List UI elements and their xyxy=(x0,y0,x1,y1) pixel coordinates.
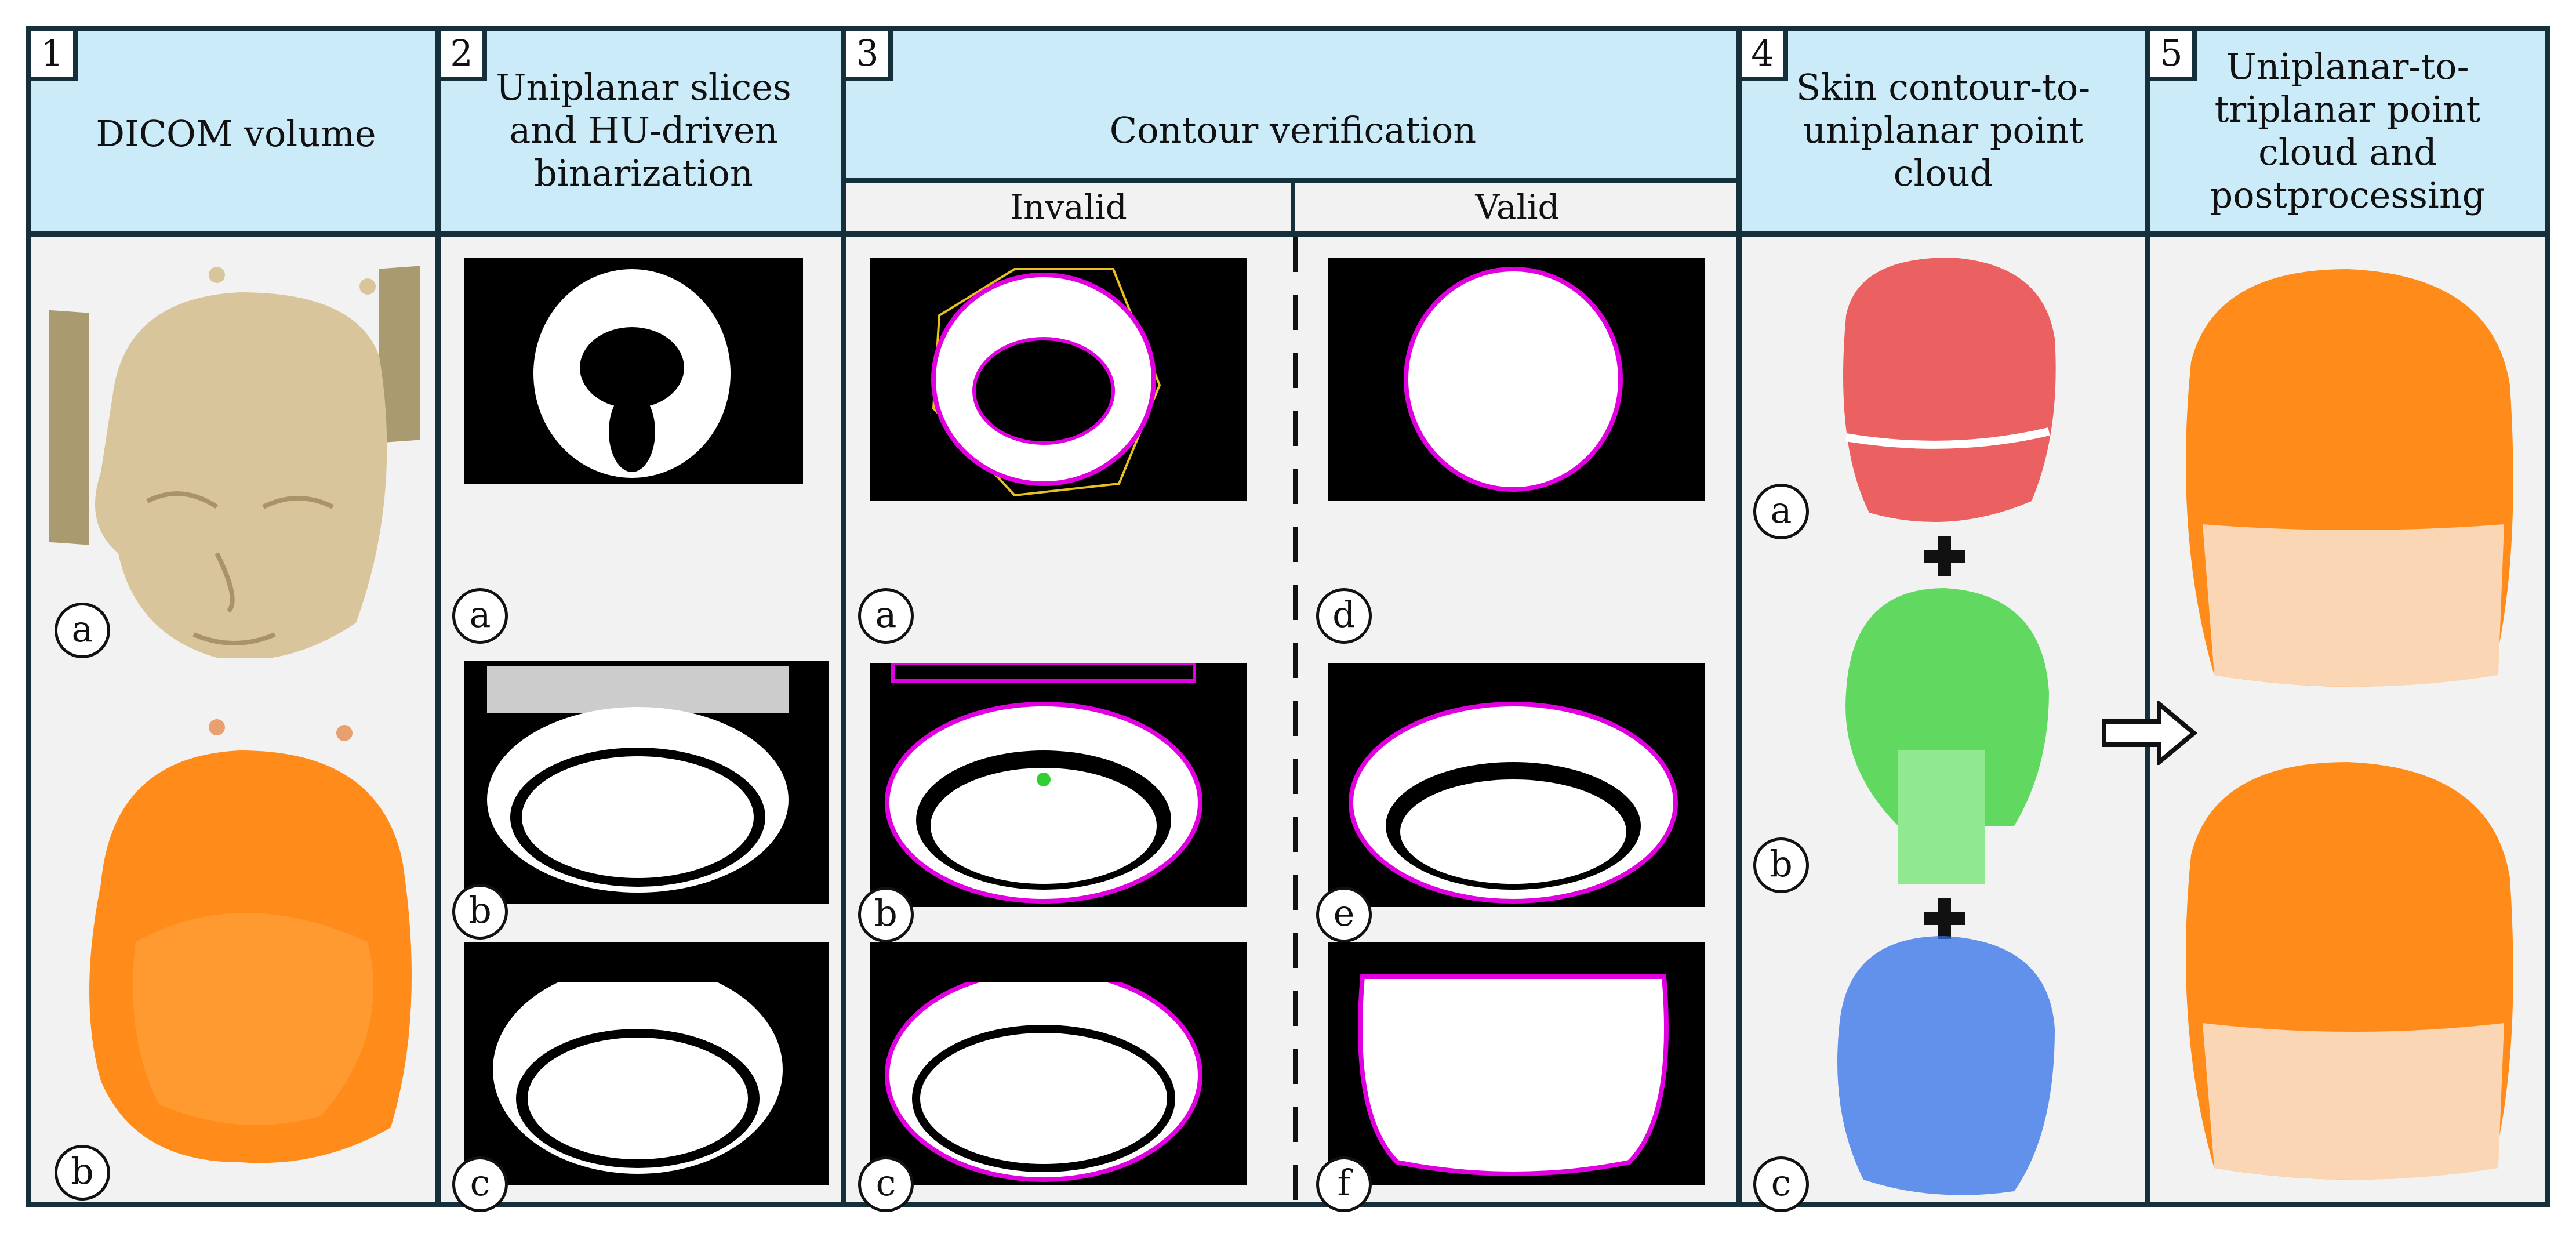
column-divider xyxy=(1736,31,1742,1202)
plus-icon xyxy=(1924,536,1965,576)
subheader-invalid: Invalid xyxy=(846,178,1295,231)
label-badge: b xyxy=(452,884,508,940)
section-title: uniplanar point xyxy=(1803,109,2084,151)
section-header: 2 Uniplanar slices and HU-driven binariz… xyxy=(441,31,846,237)
red-point-cloud xyxy=(1843,258,2056,522)
green-point-cloud xyxy=(1845,588,2049,884)
label-badge: b xyxy=(1753,837,1809,893)
section-title: and HU-driven xyxy=(509,109,778,151)
section-title: Contour verification xyxy=(1109,109,1477,151)
section-number: 2 xyxy=(441,31,487,81)
section-skin-contour-point-cloud: 4 Skin contour-to- uniplanar point cloud… xyxy=(1742,31,2145,1212)
slice-panel xyxy=(464,942,829,1185)
label-badge: b xyxy=(55,1145,110,1201)
section-header: 5 Uniplanar-to- triplanar point cloud an… xyxy=(2150,31,2545,237)
orange-point-cloud xyxy=(89,719,412,1163)
column-divider xyxy=(841,31,846,1202)
label-badge: e xyxy=(1316,887,1372,942)
label-badge: c xyxy=(452,1156,508,1212)
slice-panel xyxy=(464,258,803,484)
section-header: 4 Skin contour-to- uniplanar point cloud xyxy=(1742,31,2145,237)
valid-contour-panel xyxy=(1328,942,1705,1185)
triplanar-cloud-top xyxy=(2186,269,2513,687)
section-title: Uniplanar-to- xyxy=(2226,45,2469,88)
blue-point-cloud xyxy=(1837,936,2055,1195)
section-title: postprocessing xyxy=(2210,174,2486,216)
section-title: DICOM volume xyxy=(96,113,376,155)
invalid-contour-panel xyxy=(870,258,1247,501)
label-badge: d xyxy=(1316,588,1372,644)
slice-panel xyxy=(464,661,829,904)
section-number: 1 xyxy=(31,31,78,81)
plus-icon xyxy=(1924,898,1965,939)
triplanar-cloud-bottom xyxy=(2186,762,2513,1180)
label-badge: b xyxy=(858,887,914,942)
section-title: Skin contour-to- xyxy=(1796,66,2091,108)
section-number: 4 xyxy=(1742,31,1788,81)
label-badge: a xyxy=(858,588,914,644)
column-divider xyxy=(2145,31,2150,1202)
valid-contour-panel xyxy=(1328,663,1705,907)
section-header: 1 DICOM volume xyxy=(31,31,441,237)
pipeline-figure: 1 DICOM volume a b 2 Uniplanar slices an… xyxy=(26,26,2550,1213)
section-title: triplanar point xyxy=(2214,88,2481,130)
column-divider xyxy=(435,31,441,1202)
section-title: cloud and xyxy=(2258,131,2437,173)
section-title: Uniplanar slices xyxy=(496,66,791,108)
section-uniplanar-slices: 2 Uniplanar slices and HU-driven binariz… xyxy=(441,31,846,1212)
section-title: binarization xyxy=(534,152,753,194)
section-header: 3 Contour verification Invalid Valid xyxy=(846,31,1739,237)
section-number: 3 xyxy=(846,31,893,81)
dashed-divider xyxy=(1293,237,1298,1213)
skin-volume-render xyxy=(49,266,420,658)
section-number: 5 xyxy=(2150,31,2197,81)
section-dicom-volume: 1 DICOM volume a b xyxy=(31,31,441,1202)
section-contour-verification: 3 Contour verification Invalid Valid a b… xyxy=(846,31,1739,1213)
right-arrow-icon xyxy=(2102,701,2198,765)
label-badge: a xyxy=(452,588,508,644)
label-badge: c xyxy=(1753,1156,1809,1212)
subheader-valid: Valid xyxy=(1295,178,1739,231)
valid-contour-panel xyxy=(1328,258,1705,501)
label-badge: a xyxy=(55,603,110,658)
invalid-contour-panel xyxy=(870,942,1247,1185)
label-badge: f xyxy=(1316,1156,1372,1212)
label-badge: c xyxy=(858,1156,914,1212)
invalid-contour-panel xyxy=(870,663,1247,907)
section-title: cloud xyxy=(1893,152,1993,194)
section-triplanar-point-cloud: 5 Uniplanar-to- triplanar point cloud an… xyxy=(2150,31,2545,1202)
label-badge: a xyxy=(1753,484,1809,539)
